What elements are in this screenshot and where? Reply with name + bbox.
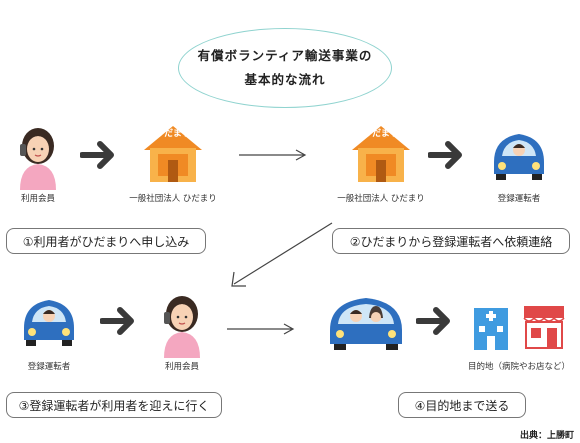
- title-line-1: 有償ボランティア輸送事業の: [197, 48, 373, 63]
- house-icon-top-right: [348, 122, 414, 184]
- label-org-top-right: 一般社団法人 ひだまり: [337, 194, 425, 204]
- title-oval: 有償ボランティア輸送事業の 基本的な流れ: [178, 28, 392, 108]
- step-4-box: ④目的地まで送る: [398, 392, 526, 418]
- car-passengers-icon: [326, 288, 406, 354]
- source-credit: 出典：上勝町: [519, 431, 574, 441]
- house-sign-top-right: ひだまり: [363, 129, 399, 139]
- step-2-box: ②ひだまりから登録運転者へ依頼連絡: [332, 228, 570, 254]
- thin-arrow-1: [238, 148, 308, 162]
- bold-arrow-1: [80, 140, 116, 170]
- thin-arrow-2: [226, 322, 296, 336]
- label-member-top: 利用会員: [20, 194, 55, 204]
- label-destination: 目的地（病院やお店など）: [467, 362, 570, 372]
- bold-arrow-2: [428, 140, 464, 170]
- bold-arrow-4: [416, 306, 452, 336]
- house-sign-top-left: ひだまり: [155, 129, 191, 139]
- step-1-box: ①利用者がひだまりへ申し込み: [6, 228, 206, 254]
- car-driver-icon-top: [488, 122, 550, 184]
- member-icon-bottom: [158, 290, 206, 358]
- title-line-2: 基本的な流れ: [244, 72, 326, 87]
- hospital-icon: [470, 302, 512, 350]
- member-icon-top: [14, 122, 62, 190]
- label-driver-top: 登録運転者: [497, 194, 541, 204]
- bold-arrow-3: [100, 306, 136, 336]
- house-icon-top-left: [140, 122, 206, 184]
- shop-icon: [520, 302, 568, 350]
- label-driver-bottom: 登録運転者: [27, 362, 71, 372]
- step-3-box: ③登録運転者が利用者を迎えに行く: [6, 392, 222, 418]
- diagonal-arrow: [226, 220, 336, 290]
- label-org-top: 一般社団法人 ひだまり: [129, 194, 217, 204]
- car-driver-icon-bottom: [18, 288, 80, 350]
- label-member-bottom: 利用会員: [164, 362, 199, 372]
